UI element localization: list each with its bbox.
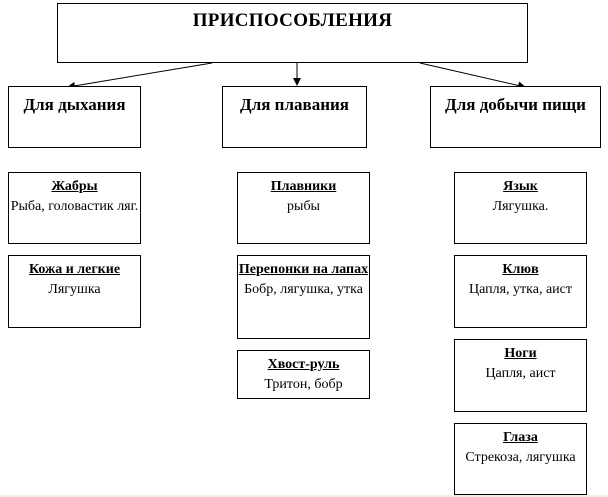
category-label: Для дыхания: [23, 95, 126, 114]
detail-heading: Глаза: [503, 430, 538, 445]
detail-heading: Ноги: [504, 346, 537, 361]
detail-body: Рыба, головастик ляг.: [10, 199, 139, 214]
arrow-to-breathing: [67, 62, 213, 90]
detail-body: рыбы: [287, 199, 320, 214]
category-swimming: Для плавания: [222, 86, 367, 148]
detail-box: Кожа и легкие Лягушка: [8, 255, 141, 328]
detail-body: Стрекоза, лягушка: [465, 450, 576, 465]
category-label: Для добычи пищи: [445, 95, 586, 114]
category-breathing: Для дыхания: [8, 86, 141, 148]
detail-box: Хвост-руль Тритон, бобр: [237, 350, 370, 399]
detail-box: Жабры Рыба, головастик ляг.: [8, 172, 141, 244]
detail-heading: Клюв: [502, 262, 539, 277]
detail-box: Клюв Цапля, утка, аист: [454, 255, 587, 328]
detail-box: Перепонки на лапах Бобр, лягушка, утка: [237, 255, 370, 339]
category-label: Для плавания: [240, 95, 349, 114]
detail-box: Ноги Цапля, аист: [454, 339, 587, 412]
detail-heading: Жабры: [51, 179, 98, 194]
detail-body: Лягушка: [48, 282, 101, 297]
detail-body: Цапля, аист: [485, 366, 556, 381]
detail-box: Плавники рыбы: [237, 172, 370, 244]
detail-body: Цапля, утка, аист: [468, 282, 573, 297]
root-box: ПРИСПОСОБЛЕНИЯ: [57, 3, 528, 63]
detail-box: Глаза Стрекоза, лягушка: [454, 423, 587, 495]
detail-heading: Плавники: [270, 179, 337, 194]
detail-heading: Язык: [503, 179, 538, 194]
bottom-divider: [0, 495, 608, 497]
arrow-to-food: [419, 62, 526, 90]
detail-heading: Кожа и легкие: [28, 262, 121, 277]
detail-box: Язык Лягушка.: [454, 172, 587, 244]
detail-body: Лягушка.: [492, 199, 549, 214]
detail-heading: Перепонки на лапах: [238, 262, 369, 277]
detail-heading: Хвост-руль: [267, 357, 340, 372]
root-title: ПРИСПОСОБЛЕНИЯ: [192, 10, 393, 31]
detail-body: Бобр, лягушка, утка: [244, 282, 363, 297]
detail-body: Тритон, бобр: [264, 377, 343, 392]
category-food: Для добычи пищи: [430, 86, 601, 148]
